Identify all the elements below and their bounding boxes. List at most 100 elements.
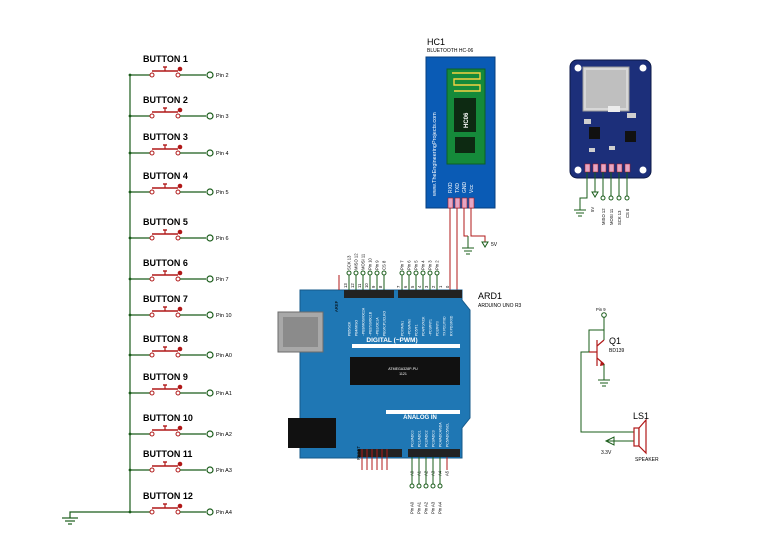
bt-pin-gnd: GND [462, 182, 468, 194]
pin-terminal [206, 234, 214, 242]
sd-terminal [600, 195, 606, 201]
port-label: PB5/SCK [348, 321, 352, 336]
chip-sublabel: 1121 [399, 372, 407, 376]
header-pin-number: 9 [371, 285, 376, 288]
switch-led [177, 183, 183, 189]
header-terminal [374, 270, 380, 276]
sd-buffer-chip [625, 131, 636, 142]
bluetooth-chip [454, 98, 476, 132]
bt-header-pin [468, 197, 475, 209]
port-label: ~PB2/SS/OC1B [369, 311, 373, 336]
analog-pin-label: Pin A3 [431, 501, 436, 514]
analog-label: ANALOG IN [403, 415, 437, 421]
header-pin-number: 13 [343, 283, 348, 288]
switch-contact [175, 189, 181, 195]
bt-5v-arrow [481, 241, 489, 248]
switch-led [177, 66, 183, 72]
switch-led [177, 461, 183, 467]
pin-label: Pin 10 [216, 313, 232, 319]
bluetooth-website: www.TheEngineeringProjects.com [432, 112, 438, 197]
button-label: BUTTON 6 [143, 258, 188, 268]
header-terminal [434, 270, 440, 276]
header-pin-label: Pin 2 [435, 260, 440, 270]
bt-header-pin [447, 197, 454, 209]
header-pin-number: 5 [410, 285, 415, 288]
pin-terminal [206, 466, 214, 474]
analog-terminal [423, 483, 429, 489]
sd-mount-hole [639, 166, 647, 174]
button-11[interactable]: BUTTON 11 Pin A3 [128, 449, 232, 474]
junction-dot [128, 151, 132, 155]
pin-terminal [206, 275, 214, 283]
button-label: BUTTON 9 [143, 372, 188, 382]
antenna-trace [452, 72, 481, 92]
header-pin-number: 6 [403, 285, 408, 288]
pin-label: Pin 3 [216, 114, 229, 120]
button-3[interactable]: BUTTON 3 Pin 4 [128, 132, 229, 157]
bluetooth-name: BLUETOOTH HC-06 [427, 48, 474, 54]
sd-terminal [624, 195, 630, 201]
analog-pin-label: Pin A1 [417, 501, 422, 514]
button-label: BUTTON 11 [143, 449, 192, 459]
switch-contact [175, 509, 181, 515]
analog-port-label: PC5/ADC5/SCL [446, 423, 450, 447]
header-terminal [413, 270, 419, 276]
junction-dot [128, 190, 132, 194]
header-pin-label: MISO 12 [354, 253, 359, 270]
bluetooth-module: HC1 BLUETOOTH HC-06 www.TheEngineeringPr… [425, 37, 498, 290]
pin-label: Pin A0 [216, 353, 232, 359]
bt-pin-txd: TXD [455, 183, 461, 193]
button-label: BUTTON 5 [143, 217, 188, 227]
switch-contact [149, 509, 155, 515]
pin-terminal [206, 508, 214, 516]
analog-port-label: PC4/ADC4/SDA [439, 422, 443, 447]
pin-terminal [206, 311, 214, 319]
pin-label: Pin 4 [216, 151, 229, 157]
junction-dot [128, 510, 132, 514]
header-pin-number: 7 [396, 285, 401, 288]
reset-label: RESET [356, 446, 361, 460]
analog-terminal [430, 483, 436, 489]
switch-contact [175, 467, 181, 473]
switch-contact [175, 312, 181, 318]
button-label: BUTTON 4 [143, 171, 188, 181]
bt-ground-symbol [462, 236, 474, 255]
header-pin-label: Pin 7 [400, 260, 405, 270]
header-pin-label: Pin 9 [375, 260, 380, 270]
port-label: PD5/T1 [415, 324, 419, 336]
q1-transistor-symbol [589, 339, 605, 366]
q1-input-terminal [601, 312, 607, 318]
pin-label: Pin A3 [216, 468, 232, 474]
switch-contact [175, 113, 181, 119]
sd-terminal [608, 195, 614, 201]
analog-port-label: PC3/ADC3 [432, 430, 436, 447]
junction-dot [128, 353, 132, 357]
sd-gnd-wire [579, 172, 588, 210]
pin-label: Pin 2 [216, 73, 229, 79]
header-pin-number: 12 [350, 283, 355, 288]
header-pin-number: 10 [364, 283, 369, 288]
button-label: BUTTON 3 [143, 132, 188, 142]
port-label: PB4/MISO [355, 320, 359, 336]
ground-wire [69, 511, 130, 518]
switch-contact [149, 150, 155, 156]
speaker-ref: LS1 [633, 411, 649, 421]
sd-pin-miso: MISO 12 [601, 208, 606, 225]
header-terminal [367, 270, 373, 276]
port-label: ~PB3/MOSI/OC2A [362, 307, 366, 336]
junction-dot [128, 277, 132, 281]
switch-contact [175, 72, 181, 78]
analog-pin-number: A5 [445, 470, 450, 476]
